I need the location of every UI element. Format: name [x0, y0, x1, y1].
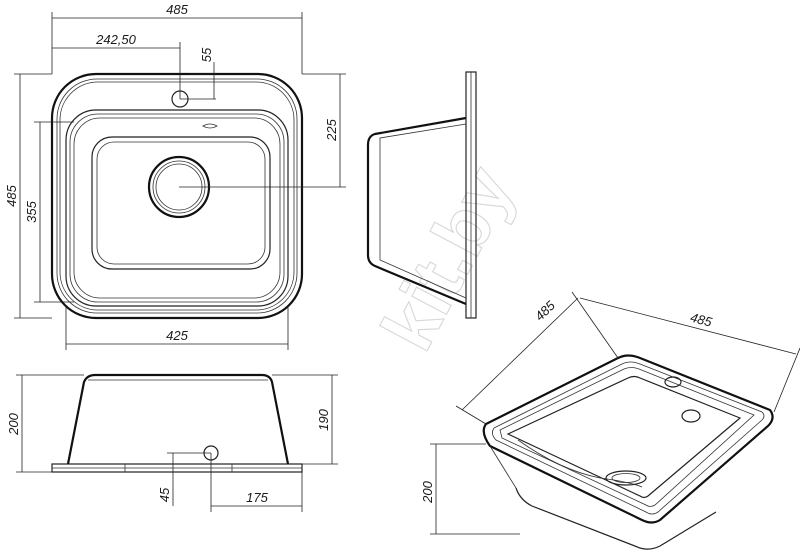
- watermark: kit.by: [365, 153, 530, 364]
- dim-height-total: 200: [6, 412, 21, 435]
- isometric-view: 485 485 200: [420, 291, 800, 550]
- dim-overall-width: 485: [166, 2, 188, 17]
- dim-drain-offset: 225: [324, 118, 339, 141]
- iso-drain: [605, 470, 647, 486]
- dim-overflow-height: 45: [157, 487, 172, 502]
- dim-bowl-width: 425: [166, 328, 188, 343]
- dim-hole-from-edge: 55: [199, 47, 214, 62]
- dim-hole-offset: 242,50: [95, 32, 137, 47]
- dim-iso-height: 200: [420, 480, 435, 503]
- svg-text:kit.by: kit.by: [365, 153, 529, 363]
- iso-overflow: [681, 409, 701, 423]
- dim-bowl-depth: 355: [24, 200, 39, 222]
- dim-overflow-offset: 175: [246, 490, 268, 505]
- iso-tap-hole: [664, 376, 682, 388]
- dim-iso-width-b: 485: [689, 310, 715, 330]
- side-view: [366, 71, 477, 319]
- dim-bowl-height: 190: [316, 408, 331, 430]
- front-view: 200 190 45 175: [6, 373, 338, 512]
- dim-iso-width-a: 485: [532, 297, 559, 323]
- dim-overall-depth: 485: [4, 184, 19, 206]
- top-view: 485 242,50 55 225 485 355 425: [4, 2, 346, 350]
